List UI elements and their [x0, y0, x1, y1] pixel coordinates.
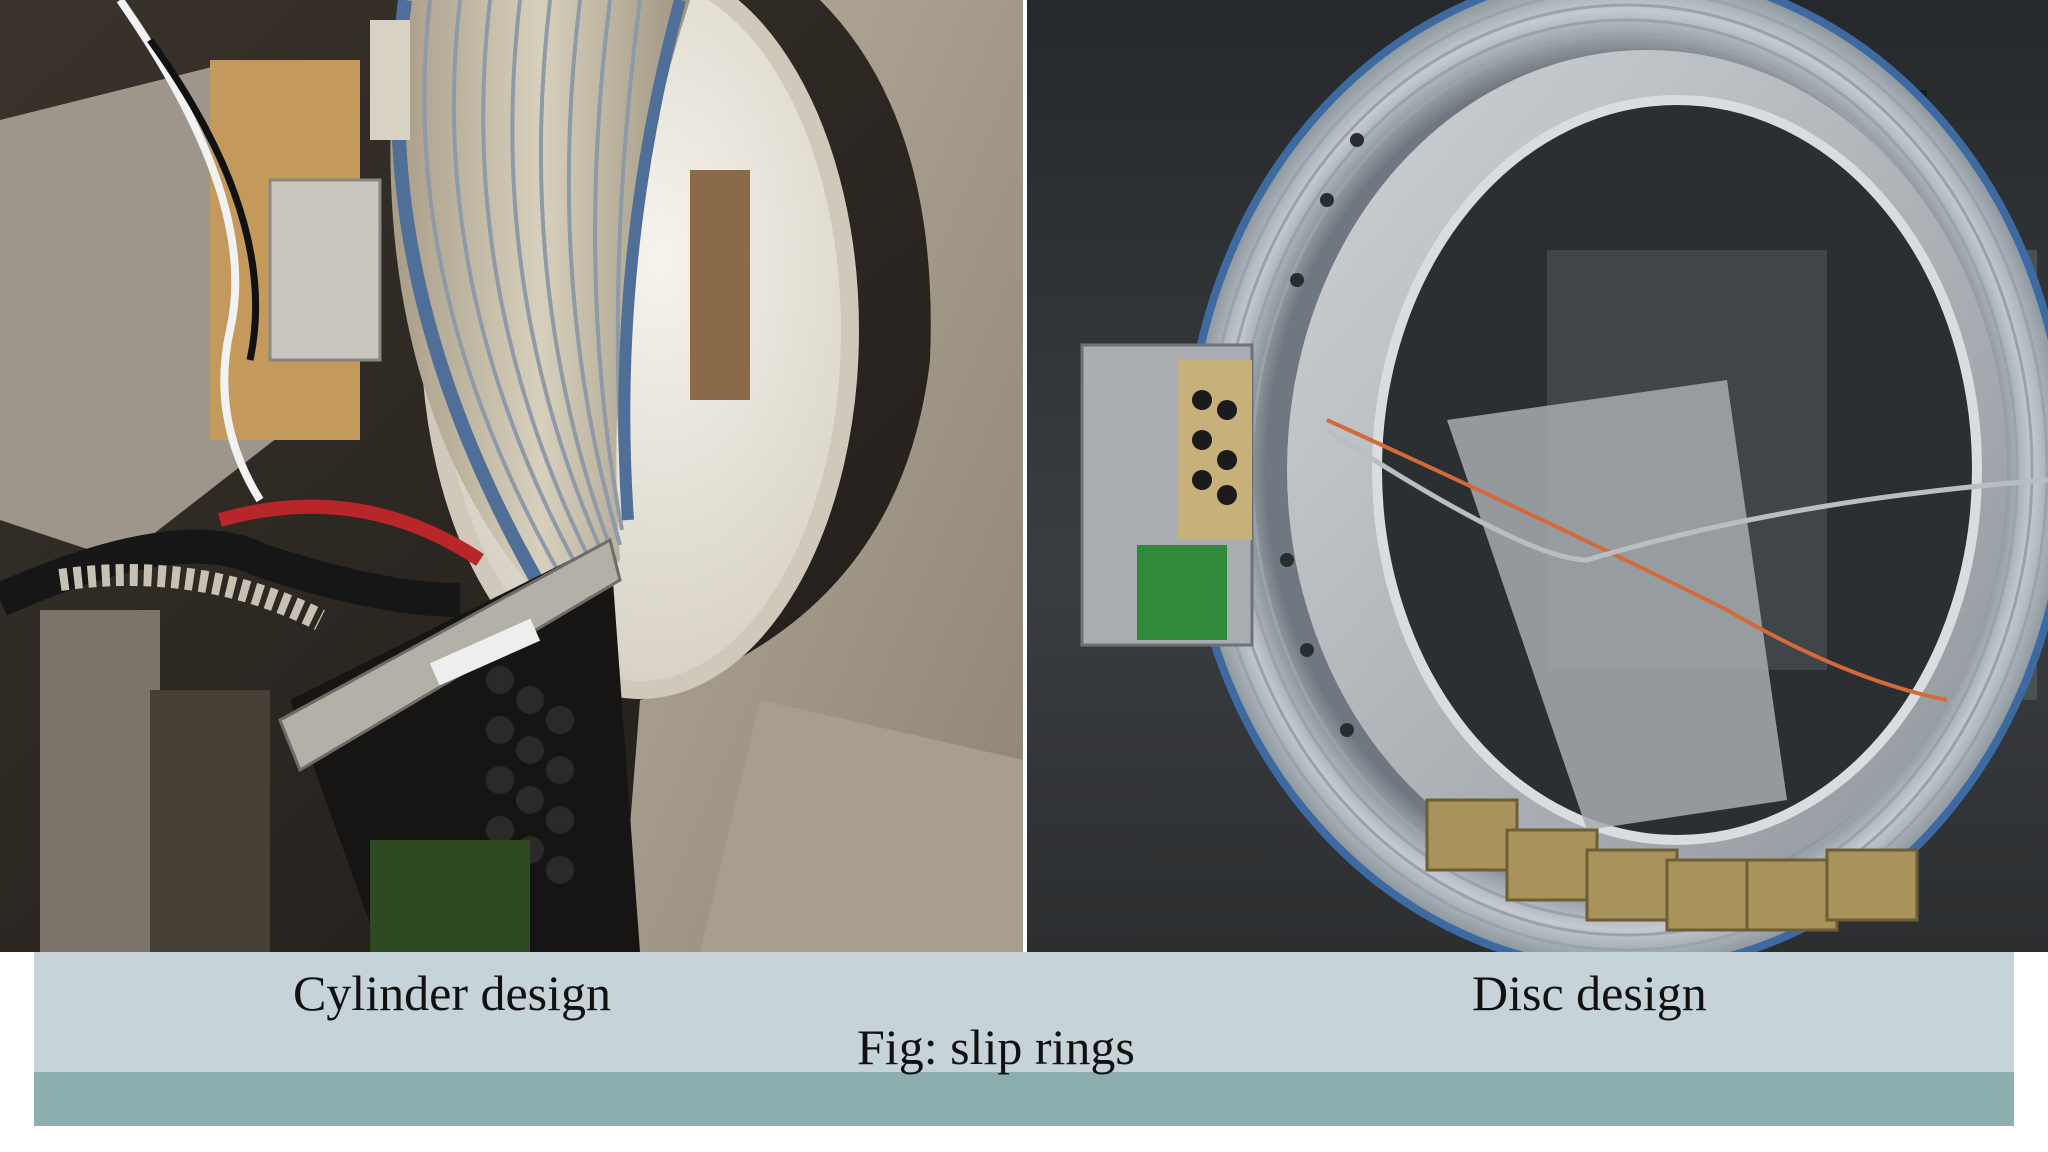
cylinder-design-caption: Cylinder design	[293, 965, 612, 1021]
cylinder-design-photo	[0, 0, 1023, 952]
figure-caption: Fig: slip rings	[857, 1019, 1135, 1075]
caption-panel	[34, 952, 2014, 1072]
caption-accent-bar	[34, 1072, 2014, 1126]
disc-design-caption: Disc design	[1472, 965, 1707, 1021]
disc-design-photo	[1027, 0, 2048, 952]
